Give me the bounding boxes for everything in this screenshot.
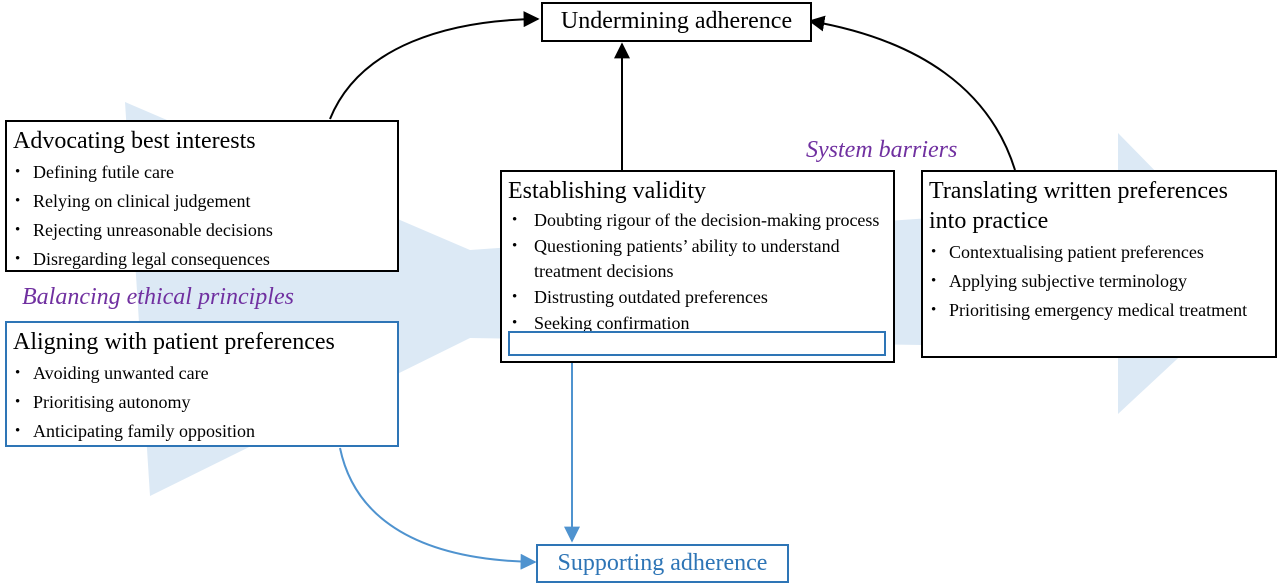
list-item: Rejecting unreasonable decisions [13, 216, 391, 245]
connector-advocating-to-undermining [329, 11, 540, 120]
undermining-adherence-box: Undermining adherence [541, 2, 812, 42]
seeking-confirmation-highlight [508, 331, 886, 356]
list-item: Distrusting outdated preferences [508, 285, 887, 310]
system-barriers-label: System barriers [806, 137, 958, 163]
translating-list: Contextualising patient preferences Appl… [929, 238, 1269, 325]
supporting-adherence-box: Supporting adherence [536, 544, 789, 583]
validity-list: Doubting rigour of the decision-making p… [508, 208, 887, 336]
list-item: Anticipating family opposition [13, 417, 391, 446]
validity-title: Establishing validity [508, 178, 706, 204]
aligning-with-patient-preferences-box: Aligning with patient preferences Avoidi… [5, 321, 399, 447]
aligning-title: Aligning with patient preferences [13, 329, 335, 355]
connector-aligning-to-supporting [339, 447, 537, 570]
undermining-adherence-title: Undermining adherence [560, 8, 793, 34]
list-item: Applying subjective terminology [929, 267, 1269, 296]
list-item: Avoiding unwanted care [13, 359, 391, 388]
list-item-seeking-confirmation: Seeking confirmation [508, 311, 887, 336]
list-item: Relying on clinical judgement [13, 187, 391, 216]
connector-translating-to-undermining [808, 15, 1016, 171]
aligning-list: Avoiding unwanted care Prioritising auto… [13, 359, 391, 446]
list-item: Questioning patients’ ability to underst… [508, 234, 887, 284]
list-item: Prioritising emergency medical treatment [929, 296, 1269, 325]
list-item: Disregarding legal consequences [13, 245, 391, 274]
advocating-title: Advocating best interests [13, 128, 256, 154]
translating-preferences-box: Translating written preferences into pra… [921, 170, 1277, 358]
list-item: Defining futile care [13, 158, 391, 187]
establishing-validity-box: Establishing validity Doubting rigour of… [500, 170, 895, 363]
list-item: Prioritising autonomy [13, 388, 391, 417]
advocating-best-interests-box: Advocating best interests Defining futil… [5, 120, 399, 274]
balancing-ethical-principles-label: Balancing ethical principles [22, 284, 294, 310]
advocating-list: Defining futile care Relying on clinical… [13, 158, 391, 274]
list-item: Contextualising patient preferences [929, 238, 1269, 267]
translating-title: Translating written preferences into pra… [929, 178, 1229, 234]
list-item: Doubting rigour of the decision-making p… [508, 208, 887, 233]
supporting-adherence-title: Supporting adherence [557, 550, 768, 576]
